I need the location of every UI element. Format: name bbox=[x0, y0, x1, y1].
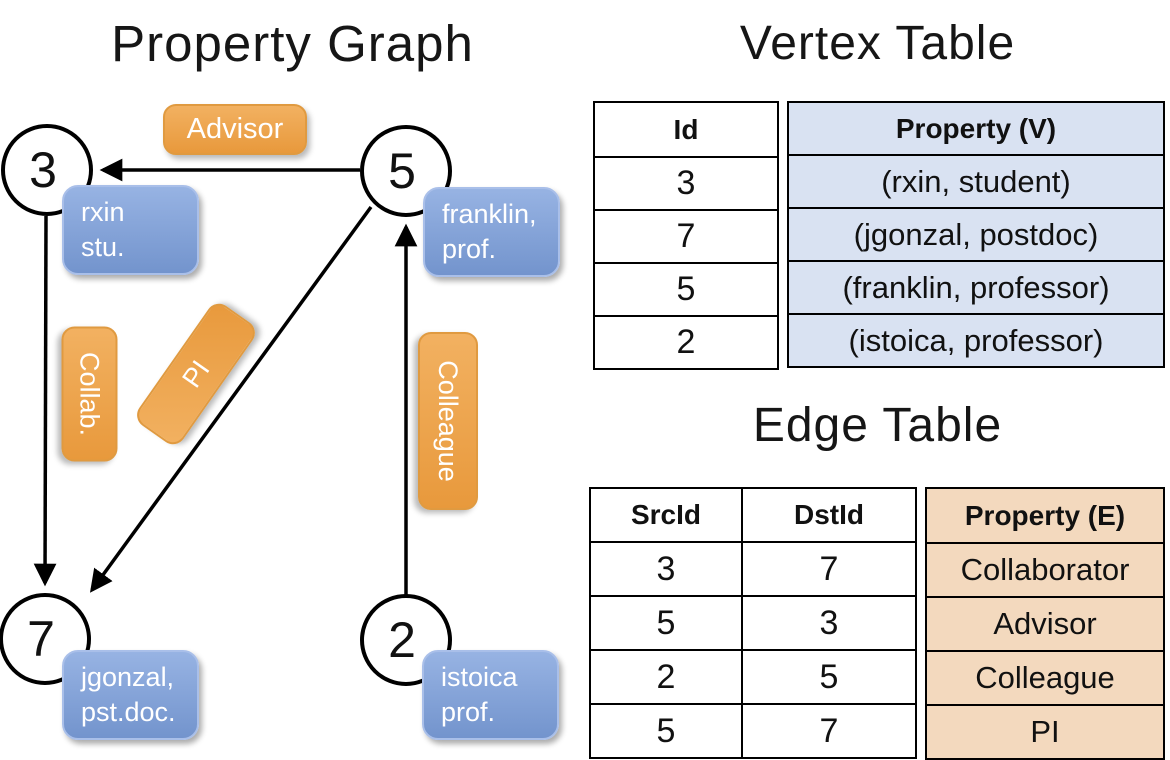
vertex-id-cell: 5 bbox=[593, 262, 779, 317]
table-row: 3 7 bbox=[589, 541, 917, 597]
edge-dst-cell: 7 bbox=[741, 541, 917, 597]
vertex-id-cell: 2 bbox=[593, 315, 779, 370]
table-row: Advisor bbox=[925, 596, 1165, 652]
edge-table-title: Edge Table bbox=[752, 399, 1003, 452]
table-row: Colleague bbox=[925, 650, 1165, 706]
table-row: 3 bbox=[593, 156, 779, 211]
vertex-property-box-5-line1: franklin, bbox=[442, 199, 537, 229]
vertex-node-5-id: 5 bbox=[388, 143, 416, 199]
vertex-property-box-2-line2: prof. bbox=[441, 697, 496, 727]
vertex-table-header-id: Id bbox=[593, 101, 779, 158]
vertex-property-cell: (franklin, professor) bbox=[787, 260, 1165, 315]
table-row: PI bbox=[925, 704, 1165, 760]
table-row: (istoica, professor) bbox=[787, 313, 1165, 368]
table-row: (franklin, professor) bbox=[787, 260, 1165, 315]
vertex-property-box-7-line1: jgonzal, bbox=[81, 662, 175, 692]
vertex-property-box-5: franklin, prof. bbox=[423, 187, 560, 277]
table-row: 5 7 bbox=[589, 703, 917, 759]
vertex-property-box-5-line2: prof. bbox=[442, 234, 497, 264]
table-row: (rxin, student) bbox=[787, 154, 1165, 209]
edge-label-advisor: Advisor bbox=[163, 104, 307, 155]
vertex-table-header-property: Property (V) bbox=[787, 101, 1165, 156]
edge-src-cell: 3 bbox=[589, 541, 743, 597]
vertex-property-cell: (istoica, professor) bbox=[787, 313, 1165, 368]
property-graph-title: Property Graph bbox=[111, 15, 474, 72]
vertex-property-box-3-line1: rxin bbox=[81, 197, 125, 227]
vertex-table-property-column: Property (V) (rxin, student) (jgonzal, p… bbox=[787, 101, 1165, 368]
vertex-node-2: 2 bbox=[360, 594, 452, 686]
edge-table-src-dst-columns: SrcId DstId 3 7 5 3 2 5 5 7 bbox=[589, 487, 917, 759]
edge-src-cell: 5 bbox=[589, 703, 743, 759]
edge-src-cell: 5 bbox=[589, 595, 743, 651]
table-row: 2 bbox=[593, 315, 779, 370]
vertex-property-cell: (jgonzal, postdoc) bbox=[787, 207, 1165, 262]
table-row: Collaborator bbox=[925, 542, 1165, 598]
edge-pi-5-to-7 bbox=[89, 205, 373, 593]
edge-table-header-srcid: SrcId bbox=[589, 487, 743, 543]
edge-collab-3-to-7 bbox=[33, 215, 57, 587]
vertex-node-2-id: 2 bbox=[388, 612, 416, 668]
vertex-node-5: 5 bbox=[360, 125, 452, 217]
vertex-property-box-7: jgonzal, pst.doc. bbox=[62, 650, 199, 740]
vertex-table-id-column: Id 3 7 5 2 bbox=[593, 101, 779, 370]
vertex-property-box-2: istoica prof. bbox=[422, 650, 559, 740]
edge-label-colleague: Colleague bbox=[418, 332, 478, 510]
edge-table-property-column: Property (E) Collaborator Advisor Collea… bbox=[925, 487, 1165, 760]
vertex-property-box-3: rxin stu. bbox=[62, 185, 199, 275]
edge-dst-cell: 5 bbox=[741, 649, 917, 705]
edge-dst-cell: 7 bbox=[741, 703, 917, 759]
edge-property-cell: PI bbox=[925, 704, 1165, 760]
vertex-table-title: Vertex Table bbox=[739, 17, 1016, 70]
table-row: 5 3 bbox=[589, 595, 917, 651]
table-row: (jgonzal, postdoc) bbox=[787, 207, 1165, 262]
vertex-property-cell: (rxin, student) bbox=[787, 154, 1165, 209]
vertex-property-box-2-line1: istoica bbox=[441, 662, 518, 692]
edge-property-cell: Advisor bbox=[925, 596, 1165, 652]
graph-edges-layer bbox=[33, 158, 418, 596]
edge-dst-cell: 3 bbox=[741, 595, 917, 651]
edge-table-header-property: Property (E) bbox=[925, 487, 1165, 544]
table-row: 2 5 bbox=[589, 649, 917, 705]
edge-label-collab: Collab. bbox=[61, 326, 118, 462]
table-row: 5 bbox=[593, 262, 779, 317]
vertex-property-box-3-line2: stu. bbox=[81, 232, 125, 262]
vertex-node-3-id: 3 bbox=[29, 142, 57, 198]
vertex-property-box-7-line2: pst.doc. bbox=[81, 697, 176, 727]
edge-table-header-dstid: DstId bbox=[741, 487, 917, 543]
edge-property-cell: Colleague bbox=[925, 650, 1165, 706]
vertex-id-cell: 7 bbox=[593, 209, 779, 264]
edge-src-cell: 2 bbox=[589, 649, 743, 705]
vertex-id-cell: 3 bbox=[593, 156, 779, 211]
edge-property-cell: Collaborator bbox=[925, 542, 1165, 598]
table-row: 7 bbox=[593, 209, 779, 264]
vertex-node-7-id: 7 bbox=[27, 611, 55, 667]
